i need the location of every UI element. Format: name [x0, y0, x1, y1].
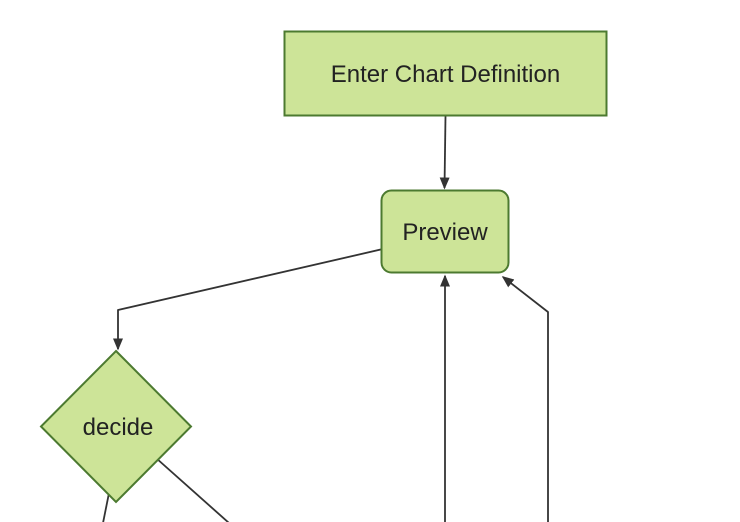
node-enter-chart-definition-shape	[283, 30, 608, 117]
node-decide: decide	[39, 349, 193, 504]
node-preview: Preview	[380, 189, 510, 274]
node-decide-shape	[39, 349, 193, 504]
edge-preview-to-decide	[113, 248, 384, 351]
node-enter-chart-definition: Enter Chart Definition	[283, 30, 608, 117]
edge-enter-to-preview	[439, 115, 450, 190]
node-enter-chart-definition-label: Enter Chart Definition	[331, 61, 560, 88]
edge-decide-to-offscreen-right	[155, 457, 230, 522]
node-decide-label: decide	[83, 414, 154, 441]
edge-offscreen-to-preview-corner	[501, 276, 549, 522]
node-preview-shape	[380, 189, 510, 274]
edge-decide-to-offscreen-left	[102, 492, 110, 522]
node-preview-label: Preview	[402, 219, 488, 246]
